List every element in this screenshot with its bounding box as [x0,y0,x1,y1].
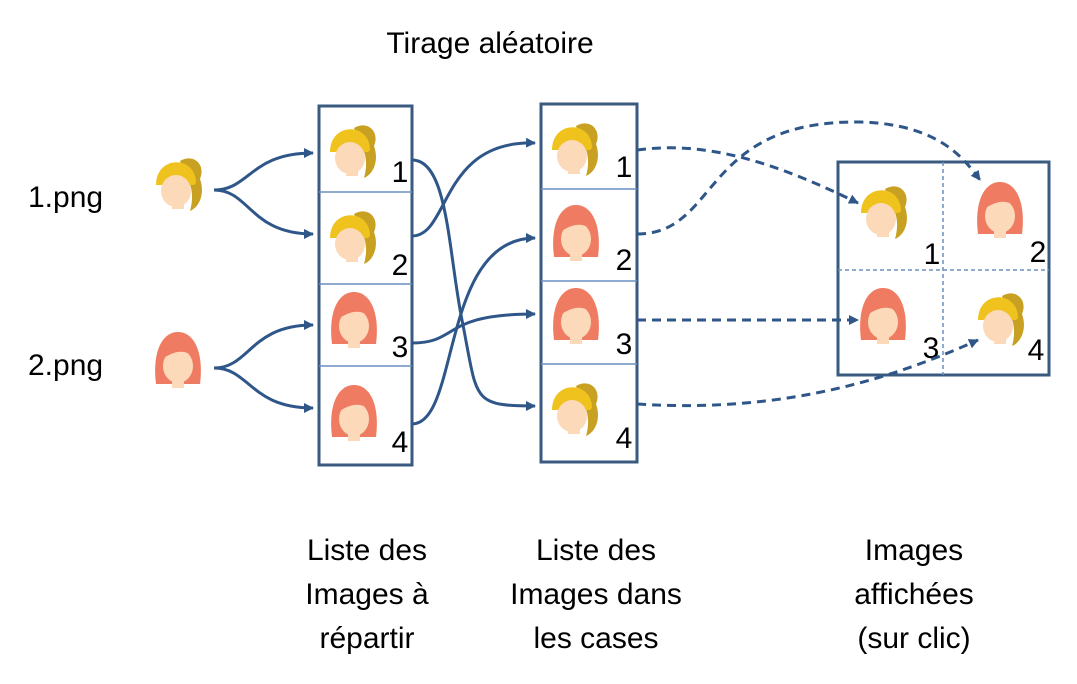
arrow-display-2 [636,120,982,236]
source-2-face-icon [155,332,201,388]
incells-cell-3-number: 3 [616,328,633,361]
incells-cell-1-number: 1 [616,151,633,184]
list-to-distribute: 1 2 3 4 [317,104,414,467]
caption-line: Images à [305,578,429,611]
displayed-cell-3-number: 3 [923,332,940,365]
displayed-cell-4-number: 4 [1028,334,1045,367]
list-in-cells: 1 2 3 4 [539,102,639,464]
source-arrows [213,148,314,413]
arrow-source2-to-cell4 [213,366,314,413]
distribute-cell-3-number: 3 [392,331,409,364]
caption-line: Images [865,534,963,567]
displayed-images-grid: 1 2 3 4 [836,160,1051,377]
caption-line: les cases [533,622,658,655]
source-1-face-icon [156,158,202,211]
caption-line: Liste des [536,534,656,567]
caption-line: Images dans [510,578,682,611]
arrow-draw-2-to-1 [411,137,536,238]
distribute-cell-2-number: 2 [392,249,409,282]
source-1-label: 1.png [28,181,103,214]
distribute-cell-4-number: 4 [392,426,409,459]
caption-line: affichées [854,578,974,611]
random-draw-arrows [411,137,536,426]
display-arrows [636,120,982,408]
displayed-cell-1-number: 1 [924,238,941,271]
arrow-draw-1-to-4 [411,158,536,411]
caption-list-to-distribute: Liste des Images à répartir [305,534,429,655]
distribute-cell-1-number: 1 [392,156,409,189]
incells-cell-4-number: 4 [616,422,633,455]
arrow-draw-3-to-3 [411,309,536,345]
arrow-source1-to-cell1 [213,148,314,192]
arrow-source1-to-cell2 [213,188,314,239]
caption-line: Liste des [307,534,427,567]
displayed-cell-2-number: 2 [1030,236,1047,269]
arrow-draw-4-to-2 [411,233,536,426]
source-2-label: 2.png [28,349,103,382]
caption-list-in-cells: Liste des Images dans les cases [510,534,682,655]
incells-cell-2-number: 2 [616,244,633,277]
arrow-source2-to-cell3 [213,320,314,370]
caption-line: (sur clic) [857,622,970,655]
diagram-title: Tirage aléatoire [386,27,593,60]
caption-line: répartir [319,622,414,655]
arrow-display-4 [636,338,979,408]
caption-displayed-images: Images affichées (sur clic) [854,534,974,655]
arrow-display-1 [636,146,859,205]
